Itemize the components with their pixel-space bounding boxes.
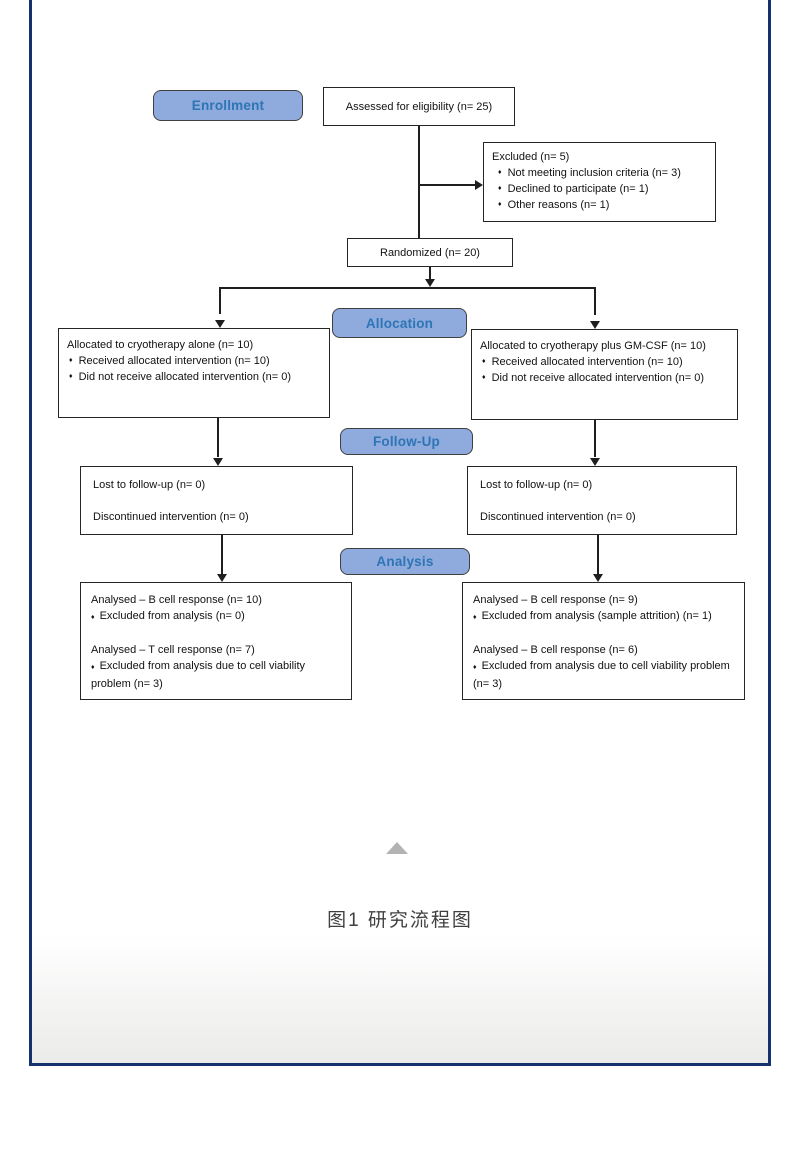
arrowhead-down-icon bbox=[593, 574, 603, 582]
stage-label-followup: Follow-Up bbox=[340, 428, 473, 455]
excluded-item: ♦ Declined to participate (n= 1) bbox=[492, 181, 707, 197]
allocation-title: Allocated to cryotherapy plus GM-CSF (n=… bbox=[480, 340, 706, 352]
allocation-item-text: Received allocated intervention (n= 10) bbox=[78, 355, 270, 367]
analysis-item: ♦Excluded from analysis due to cell viab… bbox=[91, 658, 341, 692]
excluded-item: ♦ Other reasons (n= 1) bbox=[492, 197, 707, 213]
allocation-left-box: Allocated to cryotherapy alone (n= 10) ♦… bbox=[58, 328, 330, 418]
randomized-box: Randomized (n= 20) bbox=[347, 238, 513, 267]
stage-label-analysis: Analysis bbox=[340, 548, 470, 575]
bullet-icon: ♦ bbox=[69, 357, 73, 364]
connector-left-analysis bbox=[221, 535, 223, 574]
excluded-item-text: Not meeting inclusion criteria (n= 3) bbox=[507, 167, 681, 179]
allocation-item: ♦ Received allocated intervention (n= 10… bbox=[480, 354, 729, 370]
analysis-title: Analysed – T cell response (n= 7) bbox=[91, 644, 255, 656]
analysis-title: Analysed – B cell response (n= 6) bbox=[473, 644, 638, 656]
connector-split-left bbox=[219, 287, 221, 314]
connector-right-followup bbox=[594, 420, 596, 457]
bullet-icon: ♦ bbox=[482, 374, 486, 381]
excluded-item-text: Declined to participate (n= 1) bbox=[507, 183, 649, 195]
followup-line: Lost to follow-up (n= 0) bbox=[93, 479, 206, 491]
arrowhead-down-icon bbox=[590, 321, 600, 329]
arrowhead-down-icon bbox=[213, 458, 223, 466]
bullet-icon: ♦ bbox=[91, 664, 95, 671]
analysis-right-box: Analysed – B cell response (n= 9) ♦Exclu… bbox=[462, 582, 745, 700]
connector-to-excluded bbox=[418, 184, 476, 186]
stage-label-text: Enrollment bbox=[191, 98, 265, 113]
bullet-icon: ♦ bbox=[473, 614, 477, 621]
analysis-left-box: Analysed – B cell response (n= 10) ♦Excl… bbox=[80, 582, 352, 700]
connector-left-followup bbox=[217, 418, 219, 457]
excluded-box: Excluded (n= 5) ♦ Not meeting inclusion … bbox=[483, 142, 716, 222]
followup-right-box: Lost to follow-up (n= 0) Discontinued in… bbox=[467, 466, 737, 535]
arrowhead-right-icon bbox=[475, 180, 483, 190]
analysis-title: Analysed – B cell response (n= 10) bbox=[91, 594, 262, 606]
connector-randomized-split bbox=[429, 267, 431, 281]
stage-label-text: Allocation bbox=[365, 315, 434, 331]
assessed-eligibility-text: Assessed for eligibility (n= 25) bbox=[345, 100, 493, 113]
figure-caption: 图1 研究流程图 bbox=[327, 910, 473, 931]
stage-label-enrollment: Enrollment bbox=[153, 90, 303, 121]
bullet-icon: ♦ bbox=[473, 664, 477, 671]
bullet-icon: ♦ bbox=[91, 614, 95, 621]
analysis-item-text: Excluded from analysis due to cell viabi… bbox=[473, 660, 730, 690]
analysis-item-text: Excluded from analysis due to cell viabi… bbox=[91, 660, 306, 690]
connector-split-right bbox=[594, 287, 596, 315]
excluded-item: ♦ Not meeting inclusion criteria (n= 3) bbox=[492, 165, 707, 181]
split-bar bbox=[219, 287, 596, 289]
allocation-item: ♦ Did not receive allocated intervention… bbox=[67, 369, 321, 385]
randomized-text: Randomized (n= 20) bbox=[380, 246, 480, 259]
bullet-icon: ♦ bbox=[69, 373, 73, 380]
allocation-title: Allocated to cryotherapy alone (n= 10) bbox=[67, 339, 254, 351]
analysis-item: ♦ Excluded from analysis (sample attritio… bbox=[473, 608, 734, 626]
followup-line: Discontinued intervention (n= 0) bbox=[480, 511, 636, 523]
collapse-triangle-icon[interactable] bbox=[386, 842, 408, 854]
excluded-title: Excluded (n= 5) bbox=[492, 151, 570, 163]
analysis-item-text: Excluded from analysis (sample attrition… bbox=[481, 610, 712, 622]
bullet-icon: ♦ bbox=[498, 201, 502, 208]
assessed-eligibility-box: Assessed for eligibility (n= 25) bbox=[323, 87, 515, 126]
allocation-item-text: Did not receive allocated intervention (… bbox=[78, 371, 292, 383]
analysis-item-text: Excluded from analysis (n= 0) bbox=[99, 610, 245, 622]
analysis-item: ♦Excluded from analysis due to cell viab… bbox=[473, 658, 734, 692]
allocation-right-box: Allocated to cryotherapy plus GM-CSF (n=… bbox=[471, 329, 738, 420]
allocation-item: ♦ Did not receive allocated intervention… bbox=[480, 370, 729, 386]
followup-left-box: Lost to follow-up (n= 0) Discontinued in… bbox=[80, 466, 353, 535]
arrowhead-down-icon bbox=[217, 574, 227, 582]
bullet-icon: ♦ bbox=[482, 358, 486, 365]
allocation-item-text: Received allocated intervention (n= 10) bbox=[491, 356, 683, 368]
bullet-icon: ♦ bbox=[498, 185, 502, 192]
arrowhead-down-icon bbox=[425, 279, 435, 287]
allocation-item-text: Did not receive allocated intervention (… bbox=[491, 372, 705, 384]
followup-line: Lost to follow-up (n= 0) bbox=[480, 479, 593, 491]
allocation-item: ♦ Received allocated intervention (n= 10… bbox=[67, 353, 321, 369]
stage-label-text: Analysis bbox=[376, 554, 434, 569]
bullet-icon: ♦ bbox=[498, 169, 502, 176]
arrowhead-down-icon bbox=[215, 320, 225, 328]
connector-assessed-randomized bbox=[418, 126, 420, 238]
arrowhead-down-icon bbox=[590, 458, 600, 466]
stage-label-text: Follow-Up bbox=[372, 434, 441, 449]
analysis-title: Analysed – B cell response (n= 9) bbox=[473, 594, 638, 606]
stage-label-allocation: Allocation bbox=[332, 308, 467, 338]
connector-right-analysis bbox=[597, 535, 599, 574]
analysis-item: ♦ Excluded from analysis (n= 0) bbox=[91, 608, 341, 626]
followup-line: Discontinued intervention (n= 0) bbox=[93, 511, 249, 523]
excluded-item-text: Other reasons (n= 1) bbox=[507, 199, 610, 211]
